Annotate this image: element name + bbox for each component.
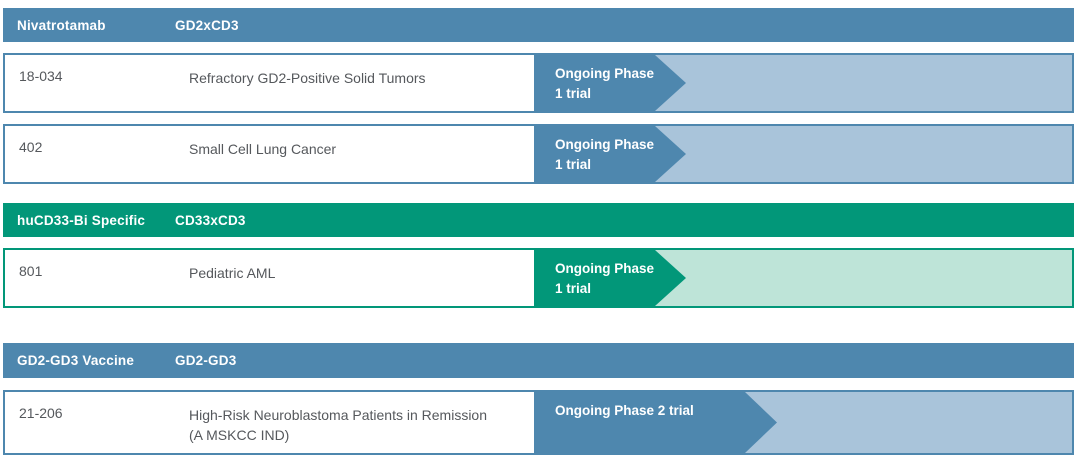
progress-trail — [655, 55, 1072, 111]
trial-id: 21-206 — [19, 405, 63, 421]
phase-arrow-label: Ongoing Phase 1 trial — [534, 55, 655, 111]
phase-arrow-label: Ongoing Phase 1 trial — [534, 250, 655, 306]
program-name: huCD33-Bi Specific — [17, 212, 146, 228]
section-header-hucd33: huCD33-Bi Specific CD33xCD3 — [3, 203, 1074, 237]
status-line1: Ongoing Phase — [555, 137, 655, 152]
section-gd2-gd3-vaccine: GD2-GD3 Vaccine GD2-GD3 21-206 High-Risk… — [3, 343, 1074, 455]
trial-id: 18-034 — [19, 68, 63, 84]
phase-arrow-label: Ongoing Phase 2 trial — [534, 392, 745, 453]
status-line1: Ongoing Phase 2 trial — [555, 403, 694, 418]
trial-row-402: 402 Small Cell Lung Cancer Ongoing Phase… — [3, 124, 1074, 184]
trial-row-18-034: 18-034 Refractory GD2-Positive Solid Tum… — [3, 53, 1074, 113]
status-line2: 1 trial — [555, 280, 592, 296]
progress-trail — [745, 392, 1072, 453]
phase-status-arrow: Ongoing Phase 2 trial — [534, 392, 1072, 453]
trial-description-line1: Pediatric AML — [189, 265, 276, 281]
target-name: CD33xCD3 — [175, 212, 246, 228]
phase-arrow-label: Ongoing Phase 1 trial — [534, 126, 655, 182]
trial-description: Pediatric AML — [189, 250, 529, 306]
progress-trail — [655, 250, 1072, 306]
trial-description: High-Risk Neuroblastoma Patients in Remi… — [189, 392, 529, 453]
trial-row-21-206: 21-206 High-Risk Neuroblastoma Patients … — [3, 390, 1074, 455]
program-name: Nivatrotamab — [17, 17, 106, 33]
trial-description-line2: (A MSKCC IND) — [189, 427, 290, 444]
target-name: GD2xCD3 — [175, 17, 239, 33]
clinical-pipeline-diagram: Nivatrotamab GD2xCD3 18-034 Refractory G… — [3, 0, 1074, 455]
trial-description-line1: Refractory GD2-Positive Solid Tumors — [189, 70, 426, 86]
program-name: GD2-GD3 Vaccine — [17, 353, 135, 368]
section-nivatrotamab: Nivatrotamab GD2xCD3 18-034 Refractory G… — [3, 8, 1074, 184]
status-line2: 1 trial — [555, 85, 592, 101]
trial-description: Refractory GD2-Positive Solid Tumors — [189, 55, 529, 111]
section-header-gd2-gd3: GD2-GD3 Vaccine GD2-GD3 — [3, 343, 1074, 378]
trial-id: 402 — [19, 139, 43, 155]
phase-status-arrow: Ongoing Phase 1 trial — [534, 55, 1072, 111]
status-line2: 1 trial — [555, 156, 592, 172]
trial-description: Small Cell Lung Cancer — [189, 126, 529, 182]
trial-description-line1: Small Cell Lung Cancer — [189, 141, 337, 157]
progress-trail — [655, 126, 1072, 182]
section-header-nivatrotamab: Nivatrotamab GD2xCD3 — [3, 8, 1074, 42]
section-hucd33-bispecific: huCD33-Bi Specific CD33xCD3 801 Pediatri… — [3, 203, 1074, 308]
trial-id: 801 — [19, 263, 43, 279]
trial-description-line1: High-Risk Neuroblastoma Patients in Remi… — [189, 407, 488, 423]
phase-status-arrow: Ongoing Phase 1 trial — [534, 250, 1072, 306]
status-line1: Ongoing Phase — [555, 66, 655, 81]
phase-status-arrow: Ongoing Phase 1 trial — [534, 126, 1072, 182]
target-name: GD2-GD3 — [175, 353, 237, 368]
status-line1: Ongoing Phase — [555, 261, 655, 276]
trial-row-801: 801 Pediatric AML Ongoing Phase 1 trial — [3, 248, 1074, 308]
